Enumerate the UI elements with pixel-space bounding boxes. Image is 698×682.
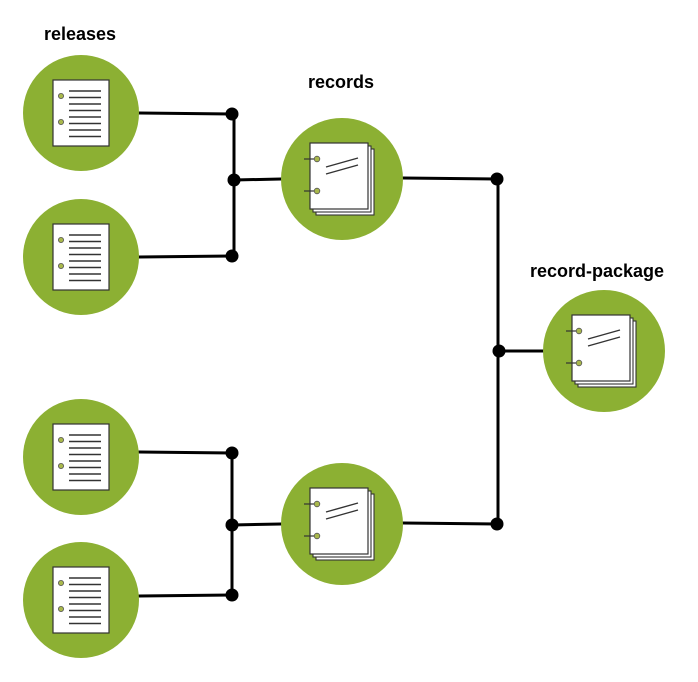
edge-junction-to-record-1 — [232, 177, 283, 182]
document-stack-icon — [566, 314, 637, 388]
record-package-label: record-package — [530, 261, 665, 281]
junction-dot — [490, 172, 504, 186]
junction-dots — [225, 107, 506, 602]
diagram-nodes — [23, 55, 665, 658]
release-node — [23, 542, 139, 658]
document-lines-icon — [52, 423, 110, 491]
junction-dot — [225, 107, 239, 121]
junction-dot — [492, 344, 506, 358]
edge-junction-to-record-2 — [230, 522, 283, 527]
junction-dot — [225, 588, 239, 602]
document-stack-icon — [304, 487, 375, 561]
document-lines-icon — [52, 79, 110, 147]
release-node — [23, 199, 139, 315]
junction-dot — [227, 173, 241, 187]
document-stack-icon — [304, 142, 375, 216]
edge-release-3-to-junction — [137, 450, 234, 455]
release-node — [23, 55, 139, 171]
releases-label: releases — [44, 24, 117, 44]
record-node — [281, 463, 403, 585]
junction-dot — [490, 517, 504, 531]
edge-release-2-to-junction — [137, 254, 234, 259]
junction-dot — [225, 518, 239, 532]
junction-dot — [225, 249, 239, 263]
record-package-node — [543, 290, 665, 412]
records-label: records — [308, 72, 375, 92]
release-node — [23, 399, 139, 515]
junction-dot — [225, 446, 239, 460]
edge-release-4-to-junction — [137, 593, 234, 598]
edge-release-1-to-junction — [137, 111, 234, 116]
document-lines-icon — [52, 223, 110, 291]
record-node — [281, 118, 403, 240]
edge-record-2-to-junction — [401, 521, 499, 526]
edge-record-1-to-junction — [401, 176, 499, 181]
document-lines-icon — [52, 566, 110, 634]
